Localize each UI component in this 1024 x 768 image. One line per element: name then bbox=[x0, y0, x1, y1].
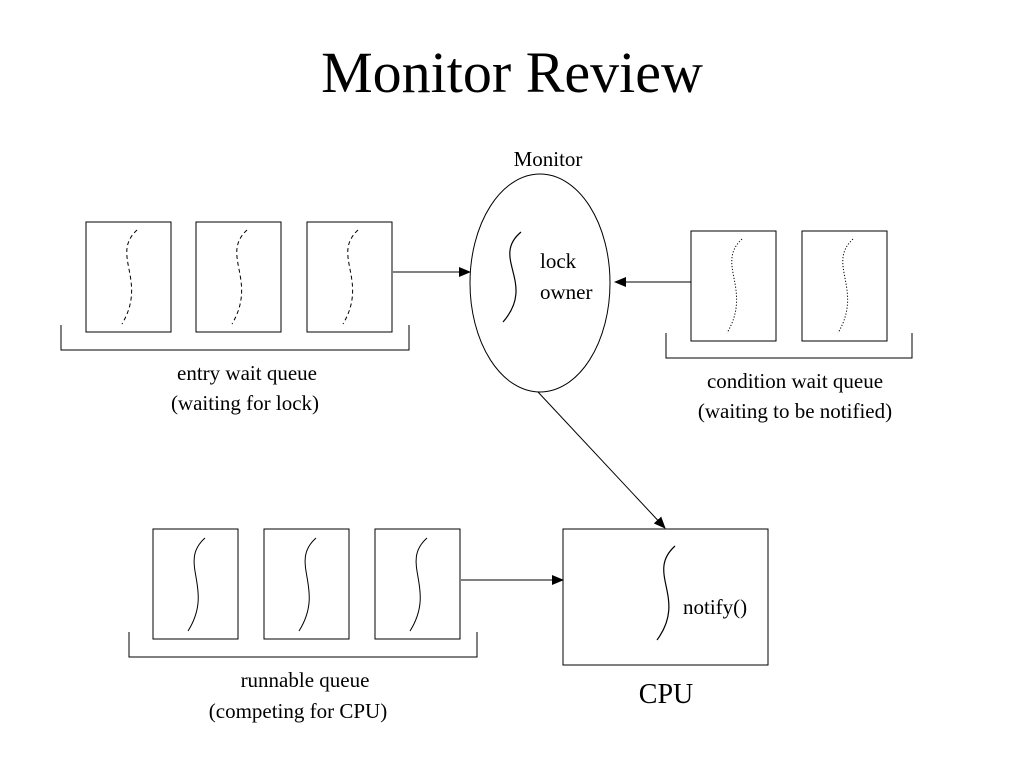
cpu-label: CPU bbox=[639, 679, 693, 710]
condition-thread-2 bbox=[801, 230, 888, 342]
notify-call-label: notify() bbox=[683, 595, 747, 619]
entry-wait-queue: entry wait queue (waiting for lock) bbox=[60, 221, 410, 415]
condition-thread-1 bbox=[690, 230, 777, 342]
runnable-thread-2 bbox=[263, 528, 350, 640]
runnable-queue-bracket bbox=[128, 632, 478, 658]
condition-queue-label: condition wait queue bbox=[707, 369, 883, 393]
runnable-thread-3 bbox=[374, 528, 461, 640]
monitor-label: Monitor bbox=[514, 147, 583, 171]
cpu-box bbox=[562, 528, 769, 666]
entry-thread-2 bbox=[195, 221, 282, 333]
slide-title: Monitor Review bbox=[321, 40, 703, 105]
monitor: Monitor lock owner bbox=[469, 147, 611, 393]
runnable-thread-1 bbox=[152, 528, 239, 640]
runnable-queue: runnable queue (competing for CPU) bbox=[128, 528, 478, 723]
lock-owner-label-line2: owner bbox=[540, 280, 592, 304]
entry-thread-1 bbox=[85, 221, 172, 333]
cpu: notify() CPU bbox=[562, 528, 769, 710]
condition-wait-queue: condition wait queue (waiting to be noti… bbox=[665, 230, 913, 423]
lock-owner-thread bbox=[502, 231, 522, 323]
runnable-queue-label: runnable queue bbox=[241, 668, 370, 692]
entry-queue-label: entry wait queue bbox=[177, 361, 317, 385]
lock-owner-label-line1: lock bbox=[540, 249, 577, 273]
monitor-to-cpu-arrow bbox=[537, 391, 666, 529]
condition-queue-bracket bbox=[665, 333, 913, 359]
runnable-queue-sublabel: (competing for CPU) bbox=[209, 699, 387, 723]
cpu-thread bbox=[656, 545, 676, 641]
entry-thread-3 bbox=[306, 221, 393, 333]
entry-queue-bracket bbox=[60, 325, 410, 351]
condition-queue-sublabel: (waiting to be notified) bbox=[698, 399, 892, 423]
entry-queue-sublabel: (waiting for lock) bbox=[171, 391, 319, 415]
monitor-ellipse bbox=[469, 173, 611, 393]
